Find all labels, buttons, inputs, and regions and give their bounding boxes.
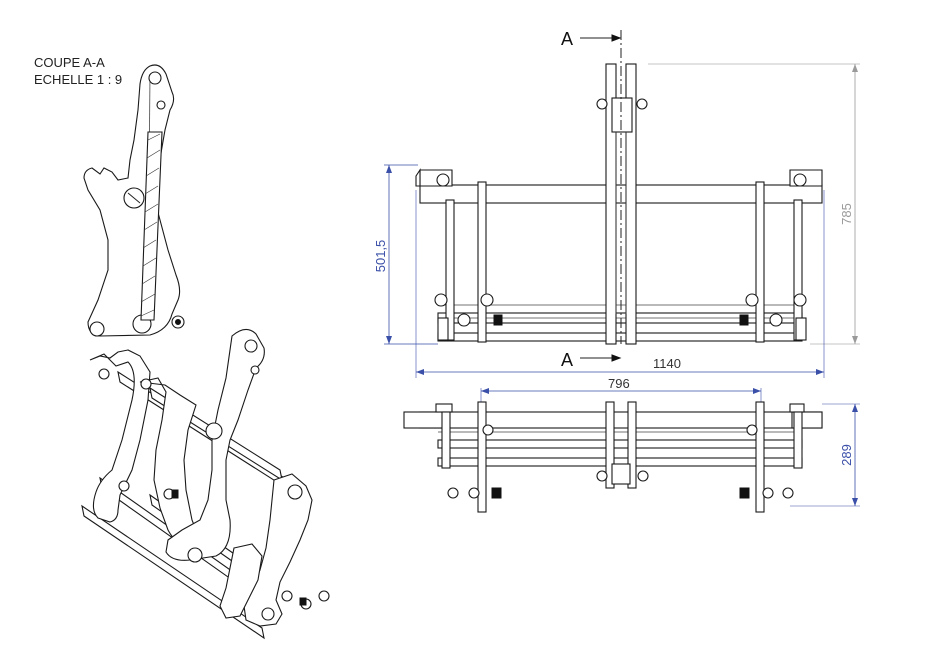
dimension-785: 785 <box>648 63 860 345</box>
iso-central-plate <box>165 328 265 561</box>
iso-middle-plate <box>139 377 201 549</box>
section-markers: A A <box>561 29 622 370</box>
dim-overall-height: 785 <box>839 203 854 225</box>
dim-overall-width: 1140 <box>653 356 681 371</box>
section-title: COUPE A-A <box>34 55 105 70</box>
dimension-289: 289 <box>790 403 860 507</box>
dim-inner-width: 796 <box>608 376 630 391</box>
dimension-501-5: 501,5 <box>373 164 438 345</box>
iso-front-small-plate <box>219 543 263 619</box>
dim-frame-height: 501,5 <box>373 240 388 273</box>
section-scale: ECHELLE 1 : 9 <box>34 72 122 87</box>
section-view-label: COUPE A-A ECHELLE 1 : 9 <box>34 55 122 87</box>
dimension-796: 796 <box>480 376 762 404</box>
section-marker-bottom: A <box>561 350 573 370</box>
iso-bolts <box>98 368 330 610</box>
section-marker-top: A <box>561 29 573 49</box>
top-view <box>403 401 823 513</box>
iso-front-plate <box>243 473 313 627</box>
isometric-view <box>81 328 330 640</box>
dim-depth: 289 <box>839 444 854 466</box>
dimension-1140: 1140 <box>415 190 825 378</box>
front-view <box>415 30 823 345</box>
section-view-side-plate <box>83 64 185 337</box>
